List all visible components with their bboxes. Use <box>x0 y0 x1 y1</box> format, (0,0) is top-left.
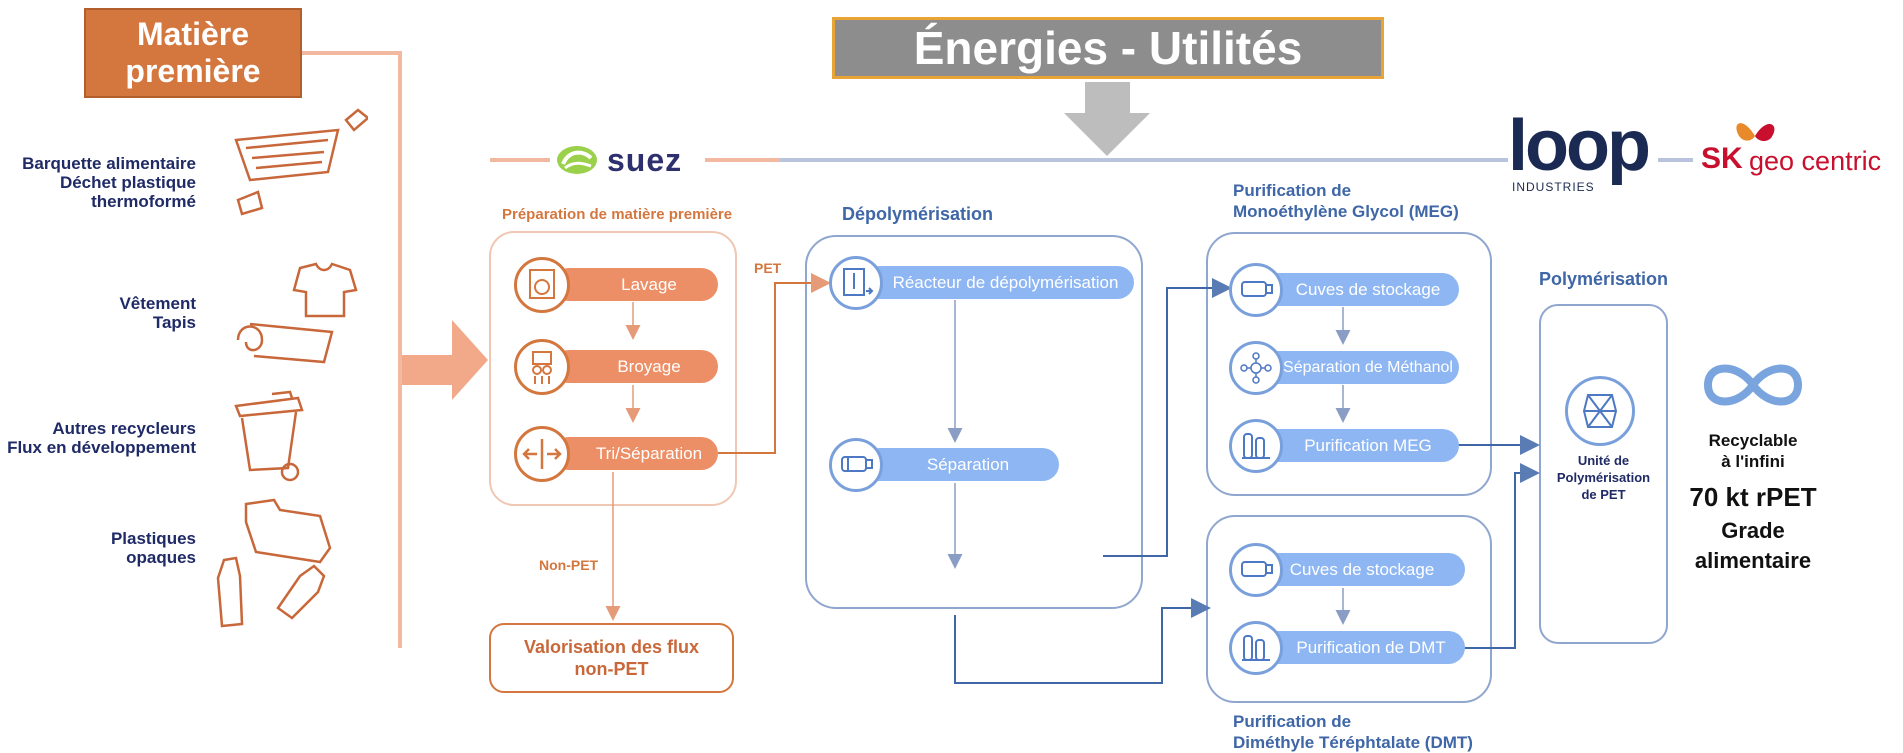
separator-glyph <box>841 456 873 472</box>
step-purification-dmt: Purification de DMT <box>1259 631 1465 664</box>
non-pet-label: Non-PET <box>539 557 599 573</box>
suez-logo-text: suez <box>607 142 683 178</box>
step-lavage: Lavage <box>552 268 718 301</box>
step-dmt-cuves: Cuves de stockage <box>1259 553 1465 586</box>
purification-column-glyph <box>1242 635 1270 661</box>
feedstock-label-4: Plastiques opaques <box>110 529 196 567</box>
energies-utilites-header: Énergies - Utilités <box>832 17 1384 79</box>
valorisation-label: Valorisation des flux non-PET <box>523 637 700 679</box>
clothing-carpet-icon <box>236 262 358 364</box>
polymerisation-box <box>1539 304 1668 644</box>
purification-column-glyph <box>1242 433 1270 459</box>
step-tri-separation: Tri/Séparation <box>552 437 718 470</box>
network-glyph <box>1582 394 1618 428</box>
sorting-icon <box>514 426 570 482</box>
purification-column-icon <box>1229 419 1283 473</box>
feedstock-bracket-line <box>302 51 402 648</box>
loop-industries-logo: loop INDUSTRIES <box>1508 110 1658 194</box>
step-broyage: Broyage <box>552 350 718 383</box>
purification-column-icon <box>1229 621 1283 675</box>
loop-logo-subtext: INDUSTRIES <box>1512 180 1595 194</box>
capacity-label: 70 kt rPET <box>1689 482 1817 512</box>
sk-geocentric-logo: SK geo centric <box>1701 112 1901 184</box>
polymerisation-unit-label: Unité de Polymérisation de PET <box>1556 453 1651 502</box>
storage-tank-glyph <box>1241 561 1273 577</box>
dmt-title: Purification de Diméthyle Téréphtalate (… <box>1233 712 1473 752</box>
geocentric-logo-text: geo centric <box>1749 146 1882 176</box>
storage-tank-icon <box>1229 543 1283 597</box>
step-reacteur: Réacteur de dépolymérisation <box>863 266 1134 299</box>
shredder-icon <box>514 339 570 395</box>
sorting-glyph <box>522 439 562 469</box>
step-meg-cuves: Cuves de stockage <box>1259 273 1459 306</box>
preparation-title: Préparation de matière première <box>502 206 733 223</box>
recycling-bin-icon <box>234 390 304 482</box>
meg-title: Purification de Monoéthylène Glycol (MEG… <box>1233 181 1459 221</box>
meg-box <box>1206 232 1492 496</box>
feedstock-label-3: Autres recycleurs Flux en développement <box>7 419 196 457</box>
loop-logo-text: loop <box>1508 106 1651 186</box>
separator-icon <box>829 438 883 492</box>
infinity-icon <box>1703 364 1803 406</box>
washing-machine-icon <box>514 257 570 313</box>
opaque-bottles-icon <box>216 498 332 628</box>
sk-logo-text: SK <box>1701 142 1743 175</box>
depolymerisation-box <box>805 235 1143 609</box>
network-icon <box>1565 376 1635 446</box>
energies-down-arrow-icon <box>1064 82 1150 156</box>
feedstock-label-2: Vêtement Tapis <box>119 294 196 332</box>
pet-label: PET <box>754 260 782 276</box>
step-separation: Séparation <box>863 448 1059 481</box>
recyclable-label: Recyclable à l'infini <box>1708 431 1798 471</box>
storage-tank-glyph <box>1241 281 1273 297</box>
step-separation-methanol: Séparation de Méthanol <box>1259 351 1459 384</box>
reactor-icon <box>829 256 883 310</box>
step-purification-meg: Purification MEG <box>1259 429 1459 462</box>
feedstock-label-1: Barquette alimentaire Déchet plastique t… <box>22 154 196 211</box>
depolymerisation-title: Dépolymérisation <box>842 204 994 224</box>
storage-tank-icon <box>1229 263 1283 317</box>
washing-machine-glyph <box>529 269 555 299</box>
sk-butterfly-icon <box>1736 123 1775 142</box>
shredder-glyph <box>532 351 552 384</box>
molecule-glyph <box>1240 352 1272 384</box>
polymerisation-title: Polymérisation <box>1539 269 1669 289</box>
suez-swirl-icon <box>557 146 597 174</box>
matiere-premiere-header: Matière première <box>84 8 302 98</box>
molecule-icon <box>1229 341 1283 395</box>
food-tray-icon <box>234 108 368 216</box>
feed-arrow-icon <box>402 320 488 400</box>
suez-logo: suez <box>553 140 703 180</box>
grade-label: Grade alimentaire <box>1694 518 1812 573</box>
reactor-glyph <box>843 268 874 296</box>
valorisation-box <box>489 623 734 693</box>
